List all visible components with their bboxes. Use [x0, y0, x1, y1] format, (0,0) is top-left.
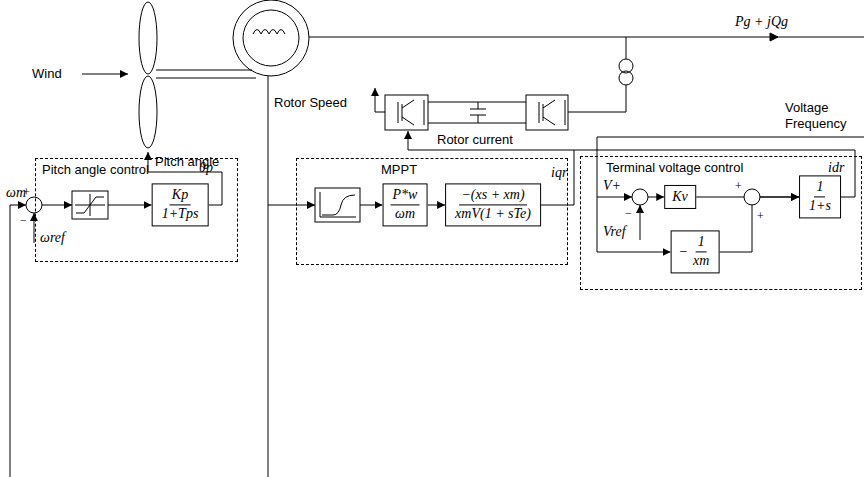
control-group: P*wωm −(xs + xm)xmV(1 + sTe) MPPT [296, 158, 568, 265]
block-expression: P*w [391, 187, 420, 205]
generator-stator [233, 0, 309, 76]
sign-label: − [20, 214, 27, 226]
block-expression: 1 [815, 179, 826, 197]
blade [139, 2, 157, 74]
limiter-symbol [75, 194, 105, 216]
signal-label: Wind [32, 66, 62, 82]
block-expression: xm [691, 253, 711, 270]
signal-connector [427, 205, 445, 206]
voltage-feedback-wire [597, 137, 864, 252]
block-expression: −(xs + xm) [459, 187, 526, 205]
signal-label: V+ [603, 178, 621, 193]
sign-label: − [625, 207, 632, 219]
group-title: Terminal voltage control [581, 157, 861, 175]
transfer-block: Kp1+Tps [152, 183, 209, 226]
signal-label: iqr [551, 165, 567, 180]
shaft [156, 70, 252, 71]
dc-capacitor [470, 102, 486, 123]
rotor-converter [385, 95, 428, 130]
transfer-block: −(xs + xm)xmV(1 + sTe) [445, 183, 541, 226]
signal-wire [42, 205, 72, 206]
dc-link [428, 102, 526, 103]
control-group: Kv11+s−1xmTerminal voltage control [580, 156, 862, 290]
signal-label: Voltage Frequency [785, 100, 860, 131]
signal-label: idr [828, 160, 844, 175]
drawing-part [10, 0, 864, 477]
shaft [156, 78, 256, 79]
sign-label: + [735, 180, 742, 192]
transformer-coil [619, 71, 633, 85]
signal-wire [597, 252, 671, 253]
transformer-wire [626, 37, 627, 59]
rotor-wire [375, 88, 385, 112]
block-expression: − [679, 244, 688, 260]
generator-rotor [243, 10, 299, 66]
signal-label: θp [199, 160, 213, 175]
rotor-speed-wire [268, 76, 269, 477]
limiter-block [72, 191, 108, 219]
signal-wire [360, 205, 383, 206]
block-expression: 1+Tps [160, 206, 201, 223]
signal-wire [648, 197, 664, 198]
signal-connector [719, 197, 799, 252]
generator-coil [253, 30, 285, 35]
block-expression: 1 [696, 234, 707, 252]
signal-label: Rotor current [437, 132, 513, 148]
signal-wire [541, 205, 574, 206]
group-title: MPPT [297, 159, 567, 177]
signal-wire [597, 197, 632, 198]
signal-label: ωref [40, 230, 65, 245]
dc-link [428, 123, 526, 124]
mppt-curve-block [315, 188, 360, 222]
sign-label: + [757, 210, 764, 222]
summing-junction [744, 189, 760, 205]
signal-label: Vref [603, 224, 626, 239]
block-expression: Kv [672, 189, 688, 205]
iqr-wire [574, 150, 575, 205]
wind-arrow [82, 74, 128, 75]
rotor-speed-wire [268, 205, 315, 206]
grid-line [309, 37, 864, 38]
signal-wire [108, 205, 152, 206]
power-arrow [770, 33, 778, 41]
signal-label: Rotor Speed [274, 95, 347, 111]
transfer-block: 11+s [799, 175, 841, 218]
signal-wire [208, 205, 222, 206]
sign-label: + [23, 186, 30, 198]
blade [139, 76, 157, 148]
grid-converter [526, 95, 568, 130]
summing-junction [632, 189, 648, 205]
igbt-symbol [539, 100, 565, 125]
block-expression: xmV(1 + sTe) [453, 206, 533, 223]
transformer-wire [568, 85, 626, 112]
voltage-reference-wire [640, 205, 641, 240]
transfer-block: −1xm [671, 230, 720, 273]
summing-junction [26, 197, 42, 213]
mppt-curve [320, 192, 356, 217]
signal-label: Pg + jQg [735, 14, 788, 29]
block-expression: ωm [393, 206, 417, 223]
signal-wire [841, 197, 855, 198]
block-expression: 1+s [807, 198, 833, 215]
transfer-block: Kv [664, 185, 696, 209]
block-expression: Kp [170, 187, 190, 205]
speed-feedback-wire [10, 205, 26, 477]
igbt-symbol [398, 100, 424, 125]
transfer-block: P*wωm [383, 183, 428, 226]
